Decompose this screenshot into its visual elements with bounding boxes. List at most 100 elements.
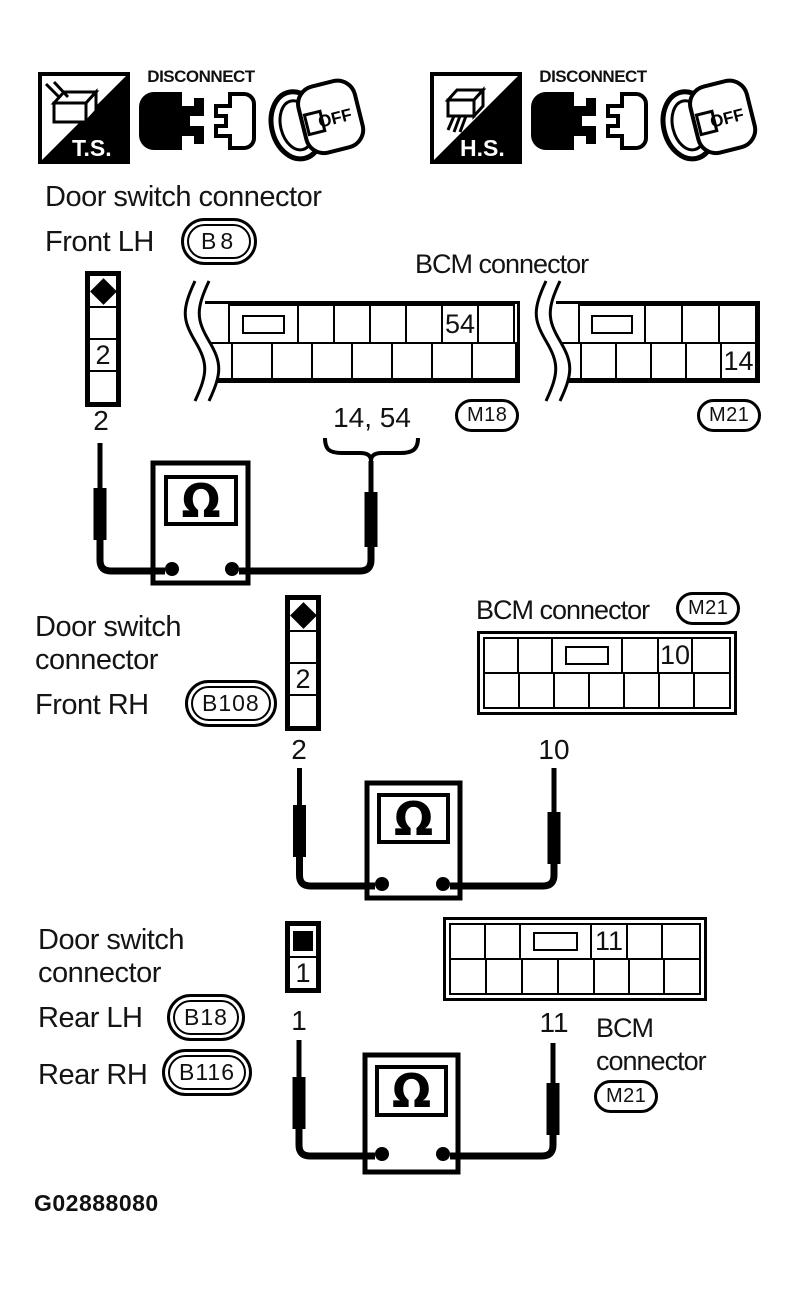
connector-pin-cell xyxy=(288,694,318,728)
bcm-title-bottom-line1: BCM xyxy=(596,1013,654,1043)
connector-code-b18: B18 xyxy=(167,994,245,1041)
connector-pin-cell xyxy=(681,304,720,344)
connector-code-m18: M18 xyxy=(455,399,520,432)
connector-row xyxy=(88,370,118,404)
connector-row xyxy=(88,274,118,308)
connector-row xyxy=(288,598,318,632)
connector-pin-cell xyxy=(693,672,731,709)
connector-pin-cell: 14 xyxy=(720,342,757,380)
connector-slot-cell xyxy=(578,304,646,344)
connector-pin-cell xyxy=(485,958,523,995)
connector-pin-cell xyxy=(517,637,553,674)
connector-row: 2 xyxy=(288,662,318,696)
section3-title-line1: Door switch xyxy=(38,924,185,956)
bcm-connector-title-mid: BCM connector xyxy=(476,595,650,625)
rear-lh-label: Rear LH xyxy=(38,1002,143,1034)
connector-row xyxy=(449,958,701,995)
diamond-marker-icon xyxy=(89,277,117,305)
square-marker-icon xyxy=(293,931,313,951)
disconnect-label-left: DISCONNECT xyxy=(147,67,255,86)
connector-pin-cell: 2 xyxy=(88,338,118,372)
connector-row: 1 xyxy=(288,956,318,990)
connector-row xyxy=(288,694,318,728)
connector-pin-cell xyxy=(351,342,393,380)
terminal-dot xyxy=(375,1147,389,1161)
ohmmeter-1: Ω xyxy=(93,437,420,586)
rear-rh-label: Rear RH xyxy=(38,1059,148,1091)
ohmmeter-3: Ω xyxy=(292,1040,560,1175)
ohmmeter-2: Ω xyxy=(293,768,561,901)
bcm-connector-title-top: BCM connector xyxy=(415,249,589,279)
probe-right xyxy=(547,812,561,864)
bcm-connector-grid-m18: 54 xyxy=(205,301,520,383)
break-wave-icon-m21 xyxy=(534,280,572,402)
connector-code-b108: B108 xyxy=(185,680,277,727)
terminal-dot xyxy=(436,877,450,891)
connector-row xyxy=(205,342,517,380)
connector-pin-cell xyxy=(88,370,118,404)
bcm-connector-grid-m21-mid: 10 xyxy=(477,631,737,715)
connector-pin-cell: 54 xyxy=(441,304,479,344)
disconnect-label-right: DISCONNECT xyxy=(539,67,647,86)
connector-pin-cell xyxy=(588,672,625,709)
hs-label: H.S. xyxy=(460,135,505,161)
bcm-connector-grid-m21-bottom: 11 xyxy=(443,917,707,1001)
connector-pin-cell xyxy=(449,923,486,960)
probe-left xyxy=(292,1077,306,1129)
terminal-dot xyxy=(165,562,179,576)
connector-pin-cell xyxy=(626,923,663,960)
connector-pin-cell: 11 xyxy=(590,923,628,960)
rear-switch-strip: 1 xyxy=(285,921,321,993)
probe-left xyxy=(93,488,107,540)
connector-slot-cell xyxy=(551,637,623,674)
connector-row xyxy=(483,672,731,709)
diamond-marker-icon xyxy=(289,601,317,629)
break-wave-icon-m18 xyxy=(183,280,221,402)
bcm-title-bottom-line2: connector xyxy=(596,1046,707,1076)
connector-pin-cell xyxy=(297,304,335,344)
connector-slot-cell xyxy=(519,923,592,960)
pin-label-2-front-lh: 2 xyxy=(93,405,109,436)
connector-code-m21-top: M21 xyxy=(697,399,762,432)
connector-pin-cell: 10 xyxy=(657,637,693,674)
connector-pin-cell xyxy=(483,637,519,674)
section3-title-line2: connector xyxy=(38,957,161,989)
connector-row: 14 xyxy=(556,342,757,380)
connector-pin-cell xyxy=(580,342,617,380)
probe-right xyxy=(364,492,378,547)
connector-slot-cell xyxy=(228,304,299,344)
connector-pin-cell xyxy=(477,304,515,344)
connector-pin-cell xyxy=(663,958,701,995)
brace-icon xyxy=(323,437,420,462)
connector-code-b8: B8 xyxy=(181,218,258,265)
connector-pin-cell xyxy=(333,304,371,344)
connector-pin-cell xyxy=(88,306,118,340)
connector-pin-cell xyxy=(521,958,559,995)
key-off-icon-right: OFF xyxy=(660,78,758,162)
connector-code-b116: B116 xyxy=(162,1049,253,1096)
terminal-dot xyxy=(225,562,239,576)
connector-pin-cell xyxy=(369,304,407,344)
connector-marker-cell xyxy=(288,598,318,632)
connector-pin-cell xyxy=(661,923,701,960)
connector-pin-cell xyxy=(288,630,318,664)
key-off-icon-left: OFF xyxy=(268,78,366,162)
section1-title: Door switch connector xyxy=(45,181,322,213)
connector-pin-cell xyxy=(593,958,630,995)
pin-label-1-rear: 1 xyxy=(291,1005,307,1036)
ohm-symbol-1: Ω xyxy=(181,474,220,528)
probe-right xyxy=(546,1083,560,1135)
connector-code-b108-text: B108 xyxy=(191,686,271,721)
connector-pin-cell xyxy=(553,672,590,709)
connector-pin-cell xyxy=(685,342,722,380)
connector-row: 11 xyxy=(449,923,701,960)
connector-pin-cell xyxy=(431,342,473,380)
connector-pin-cell xyxy=(623,672,660,709)
connector-code-b18-text: B18 xyxy=(173,1000,239,1035)
front-rh-label: Front RH xyxy=(35,689,149,721)
connector-pin-cell xyxy=(449,958,487,995)
connector-pin-cell xyxy=(311,342,353,380)
connector-row xyxy=(88,306,118,340)
connector-pin-cell xyxy=(231,342,273,380)
connector-code-b116-text: B116 xyxy=(168,1055,247,1090)
